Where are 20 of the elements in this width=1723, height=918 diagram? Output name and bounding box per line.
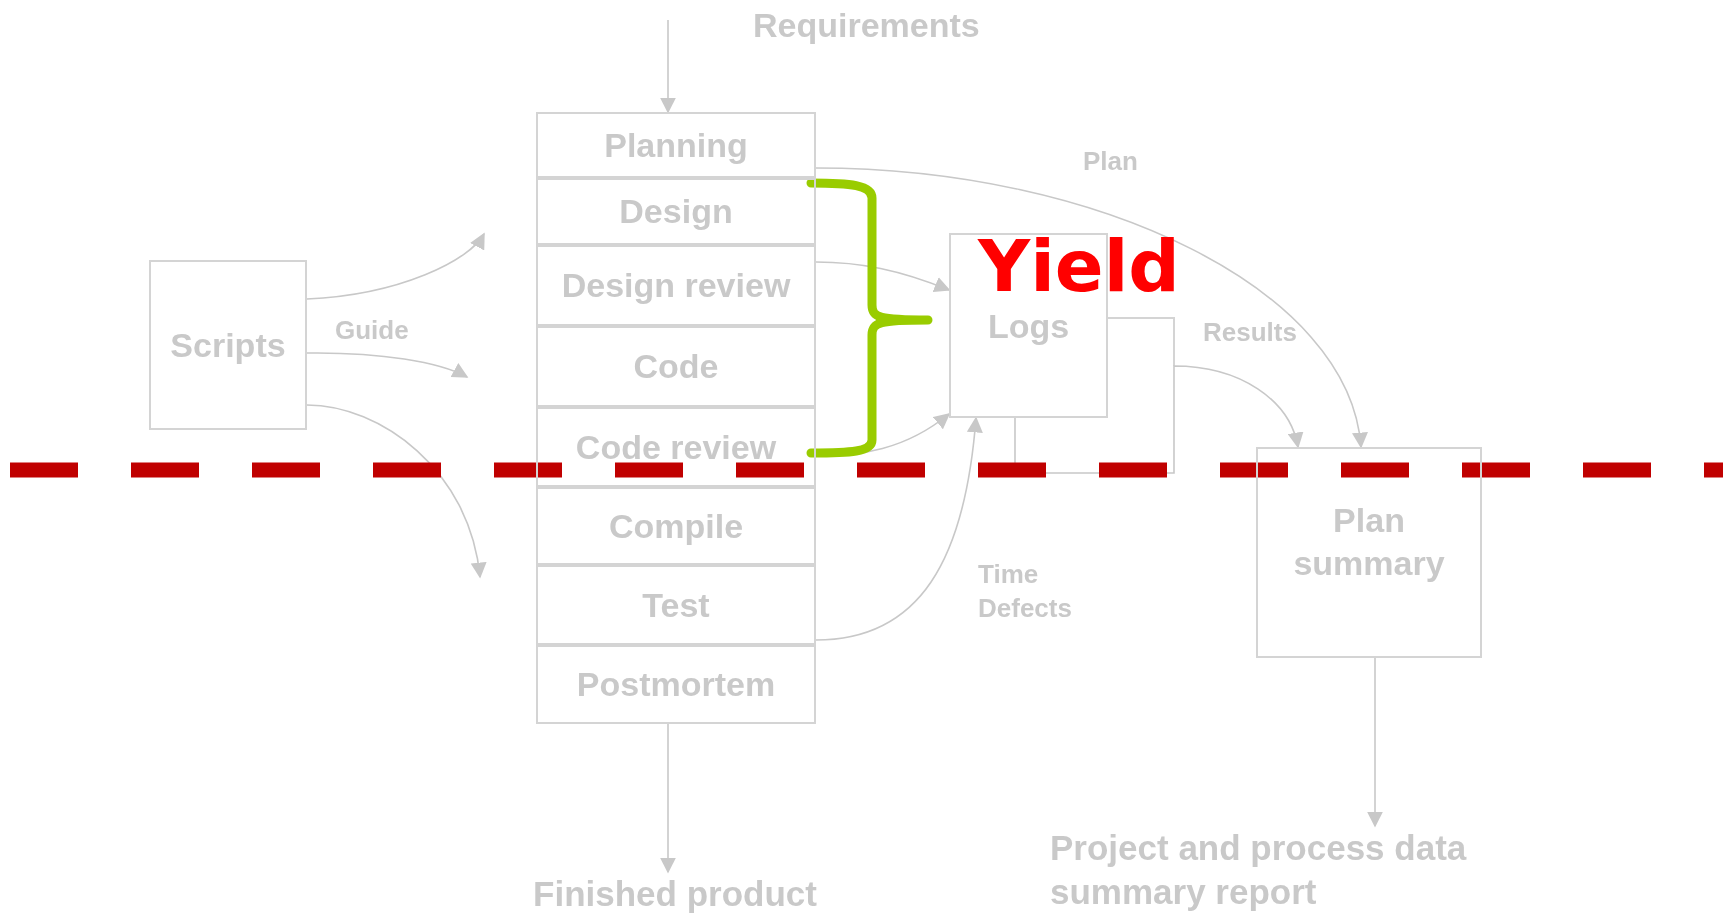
- arrow: [815, 261, 951, 293]
- arrow: [815, 167, 1367, 449]
- arrow: [306, 352, 469, 378]
- process-box: [536, 487, 816, 565]
- arrow: [660, 723, 676, 874]
- annotation-label: Yield: [978, 224, 1180, 308]
- arrow: [815, 416, 983, 641]
- process-box: [149, 260, 307, 430]
- process-box: [1256, 447, 1482, 658]
- process-box: [536, 565, 816, 645]
- arrow: [306, 404, 486, 579]
- process-box: [536, 645, 816, 724]
- arrow: [660, 19, 676, 114]
- process-box: [536, 326, 816, 407]
- process-box: [536, 245, 816, 326]
- arrow: [1367, 657, 1383, 828]
- process-box: [536, 407, 816, 487]
- arrow: [306, 232, 485, 300]
- process-box: [536, 112, 816, 178]
- process-box: [536, 178, 816, 245]
